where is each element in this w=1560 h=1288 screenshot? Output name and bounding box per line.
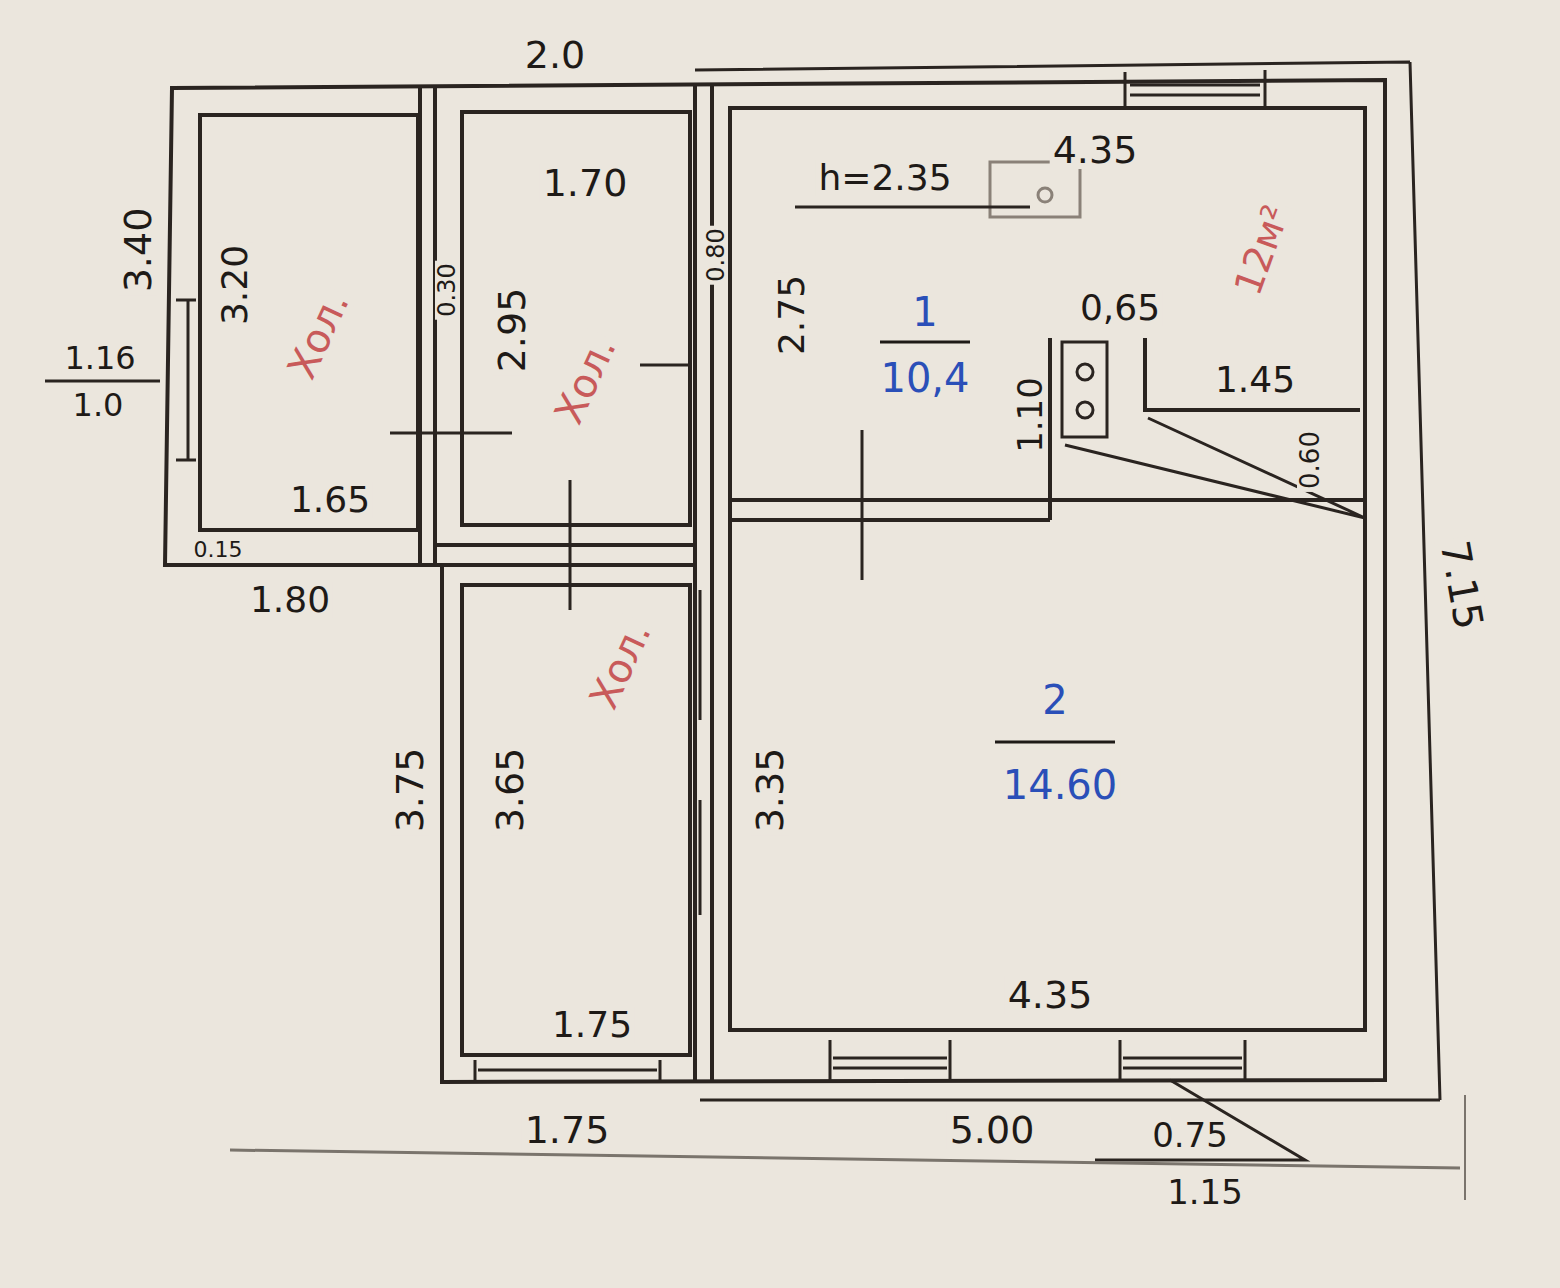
- dimension: 0.30: [435, 260, 459, 319]
- fraction-line: [880, 341, 970, 344]
- sink-drain: [1038, 188, 1052, 202]
- height-leader: [795, 206, 1030, 209]
- partition: [730, 338, 1365, 520]
- room-wall: [730, 108, 1365, 1030]
- dimension: 1.80: [247, 582, 333, 618]
- dimension: 0.60: [1297, 428, 1323, 492]
- dimension: 0.15: [191, 539, 246, 561]
- outer-wall: [165, 80, 1385, 1082]
- wall: [420, 85, 712, 1082]
- dimension: 1.65: [287, 482, 373, 518]
- dimension: 1.75: [549, 1007, 635, 1043]
- sink: [990, 162, 1080, 217]
- room-wall: [200, 115, 418, 530]
- window: [700, 590, 712, 915]
- dimension: 0,65: [1077, 290, 1163, 326]
- dimension: 7.15: [1434, 535, 1490, 636]
- dimension: 1.16: [61, 342, 138, 374]
- window: [1120, 1040, 1245, 1082]
- dimension: 1.45: [1212, 362, 1298, 398]
- fraction-line: [45, 380, 160, 383]
- dimension: 2.75: [774, 272, 810, 358]
- room-area: 10,4: [877, 358, 972, 398]
- fraction-line: [1095, 1080, 1305, 1160]
- burner: [1077, 402, 1093, 418]
- dimension: 3.65: [491, 745, 529, 836]
- dimension: 1.70: [540, 164, 631, 202]
- dimension: 3.20: [217, 242, 253, 328]
- fraction-line: [995, 741, 1115, 744]
- pencil-line: [230, 1150, 1460, 1168]
- dimension: 3.35: [751, 745, 789, 836]
- area-note: 12м²: [1227, 197, 1296, 302]
- dimension: 5.00: [947, 1111, 1038, 1149]
- window: [830, 1040, 950, 1082]
- room-number: 1: [909, 292, 940, 332]
- dimension: 1.10: [1013, 374, 1047, 456]
- dimension: 4.35: [1005, 976, 1096, 1014]
- dimension: 3.75: [391, 745, 429, 836]
- room-wall: [462, 585, 690, 1055]
- dimension: 1.0: [70, 389, 127, 421]
- window: [1125, 70, 1265, 110]
- dimension: 1.15: [1164, 1175, 1246, 1209]
- dimension: 2.95: [493, 285, 531, 376]
- stair: [1065, 418, 1365, 518]
- door-mark: [390, 365, 862, 610]
- burner: [1077, 364, 1093, 380]
- dimension: 0.75: [1149, 1118, 1231, 1152]
- room-note: Хол.: [547, 328, 624, 432]
- window: [176, 300, 196, 460]
- stove: [1062, 342, 1107, 437]
- pencil-line: [1464, 1095, 1466, 1200]
- dimension: 4.35: [1050, 131, 1141, 169]
- dimension: 0.80: [704, 225, 728, 284]
- dimension: 2.0: [522, 36, 588, 74]
- window: [475, 1060, 660, 1082]
- dimension: h=2.35: [815, 160, 954, 196]
- outer-line: [695, 62, 1440, 1100]
- room: 214.60: [730, 520, 1365, 1030]
- room-wall: [462, 112, 690, 525]
- dimension: 3.40: [119, 205, 157, 296]
- room-note: Хол.: [280, 283, 357, 387]
- dimension: 1.75: [522, 1111, 613, 1149]
- room-number: 2: [1039, 680, 1070, 720]
- room-area: 14.60: [1000, 765, 1121, 805]
- room-note: Хол.: [582, 613, 659, 717]
